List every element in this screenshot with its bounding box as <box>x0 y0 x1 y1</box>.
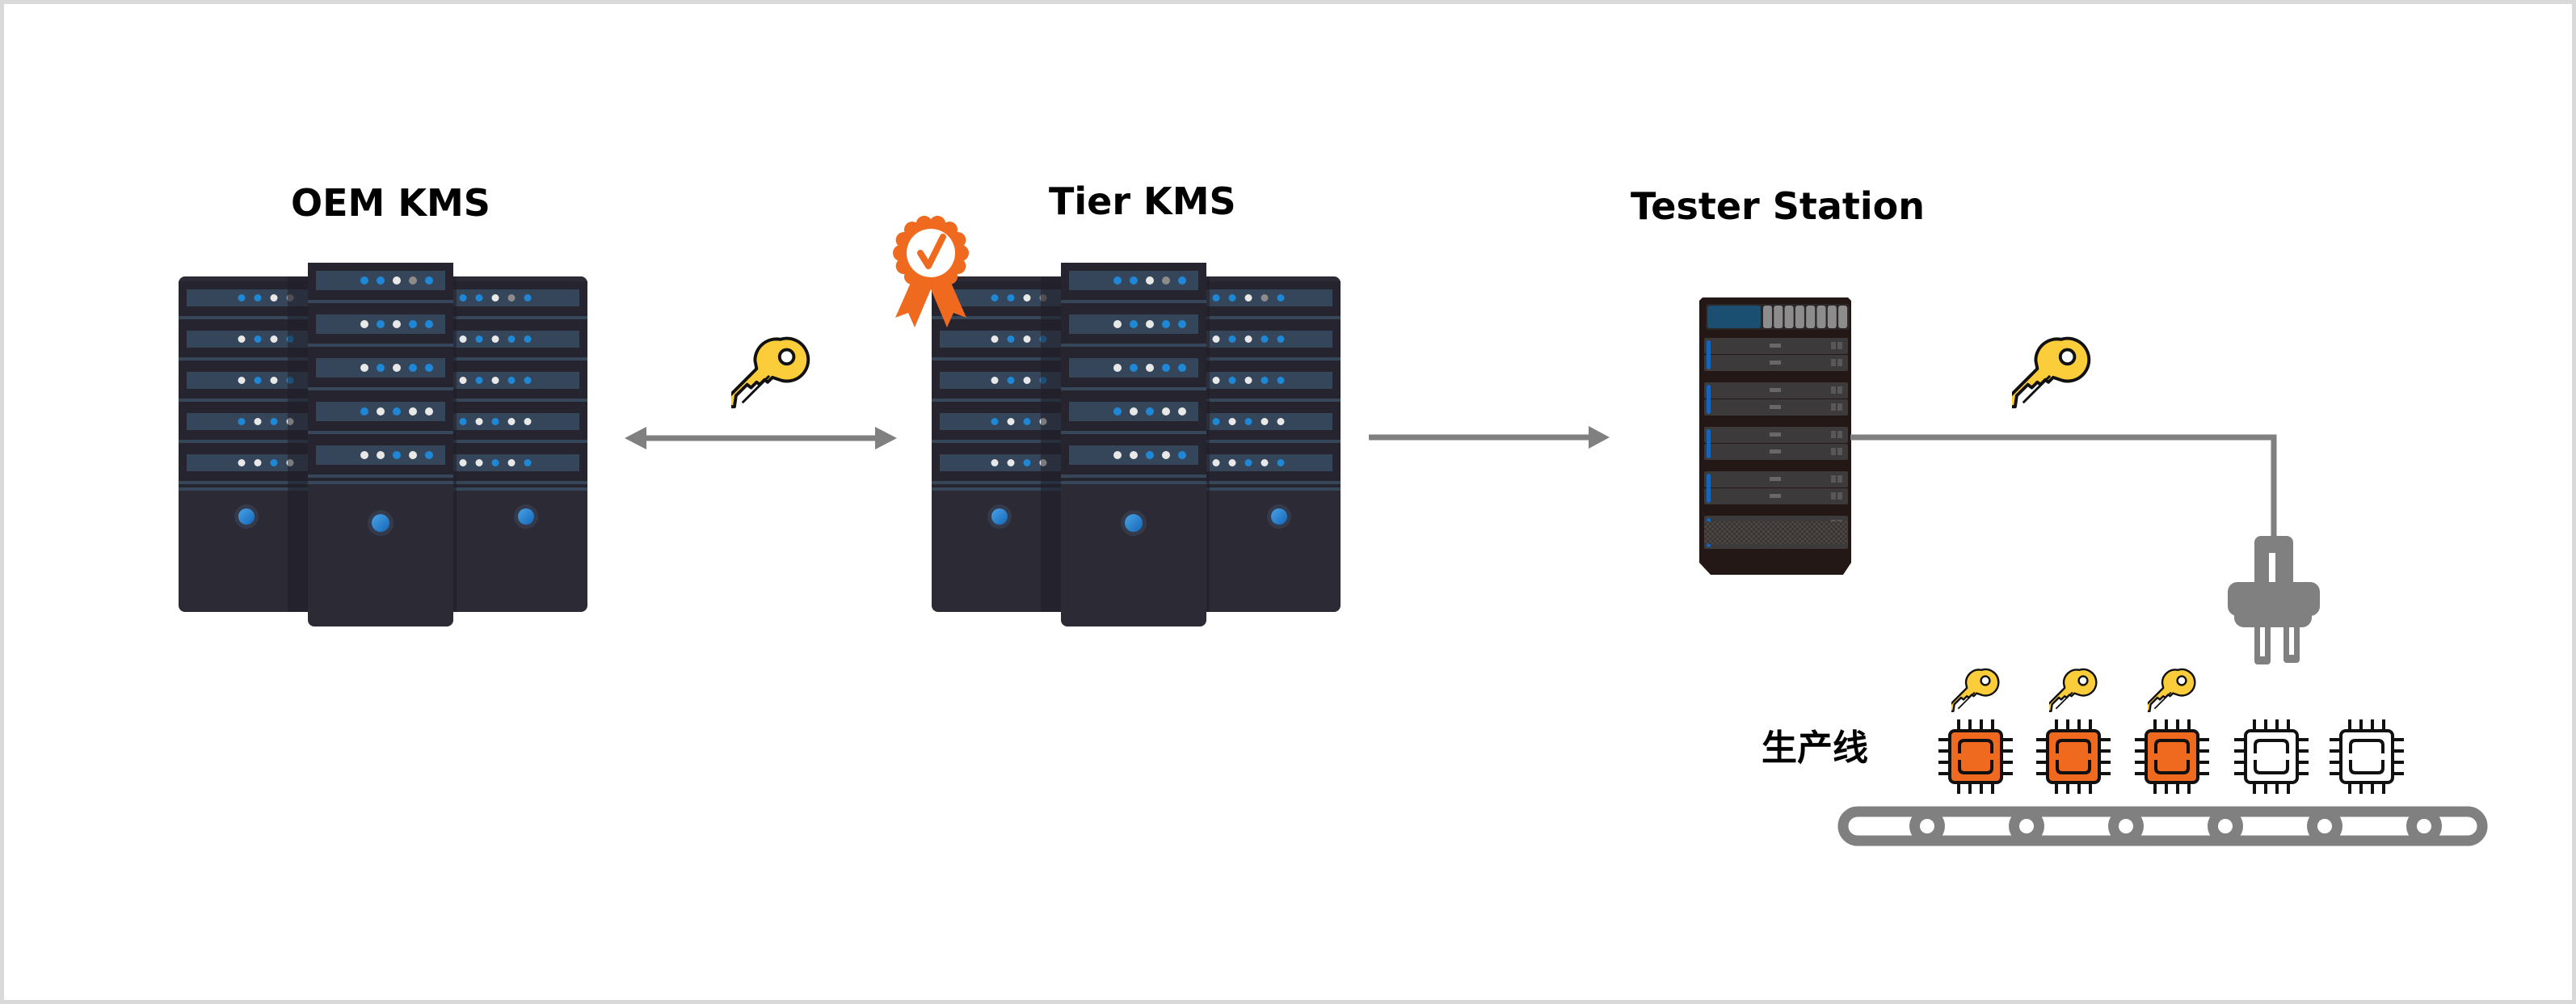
key-icon <box>2148 668 2196 712</box>
unprovisioned-chip-icon <box>2234 719 2309 794</box>
key-icon <box>731 336 810 409</box>
tester-station-server-tower <box>1699 297 1851 575</box>
production-line-chips <box>1938 668 2404 794</box>
certified-badge-icon <box>893 215 969 327</box>
conveyor-belt <box>1837 806 2488 846</box>
oem-kms-server-rack <box>179 263 587 626</box>
key-icon <box>2012 336 2091 409</box>
forward-arrow <box>1369 426 1610 449</box>
tier-kms-server-rack <box>932 263 1341 626</box>
bidirectional-arrow <box>625 427 897 449</box>
provisioned-chip-icon <box>1938 719 2013 794</box>
cable-line <box>1850 434 2277 538</box>
oem-kms-label: OEM KMS <box>291 181 490 225</box>
plug-icon <box>2228 536 2320 664</box>
key-icon <box>1951 668 2000 712</box>
tier-kms-label: Tier KMS <box>1049 179 1236 223</box>
provisioned-chip-icon <box>2036 719 2111 794</box>
tester-station-label: Tester Station <box>1631 184 1926 228</box>
key-icon <box>2049 668 2098 712</box>
provisioned-chip-icon <box>2135 719 2209 794</box>
production-line-label: 生产线 <box>1762 728 1868 769</box>
unprovisioned-chip-icon <box>2330 719 2404 794</box>
